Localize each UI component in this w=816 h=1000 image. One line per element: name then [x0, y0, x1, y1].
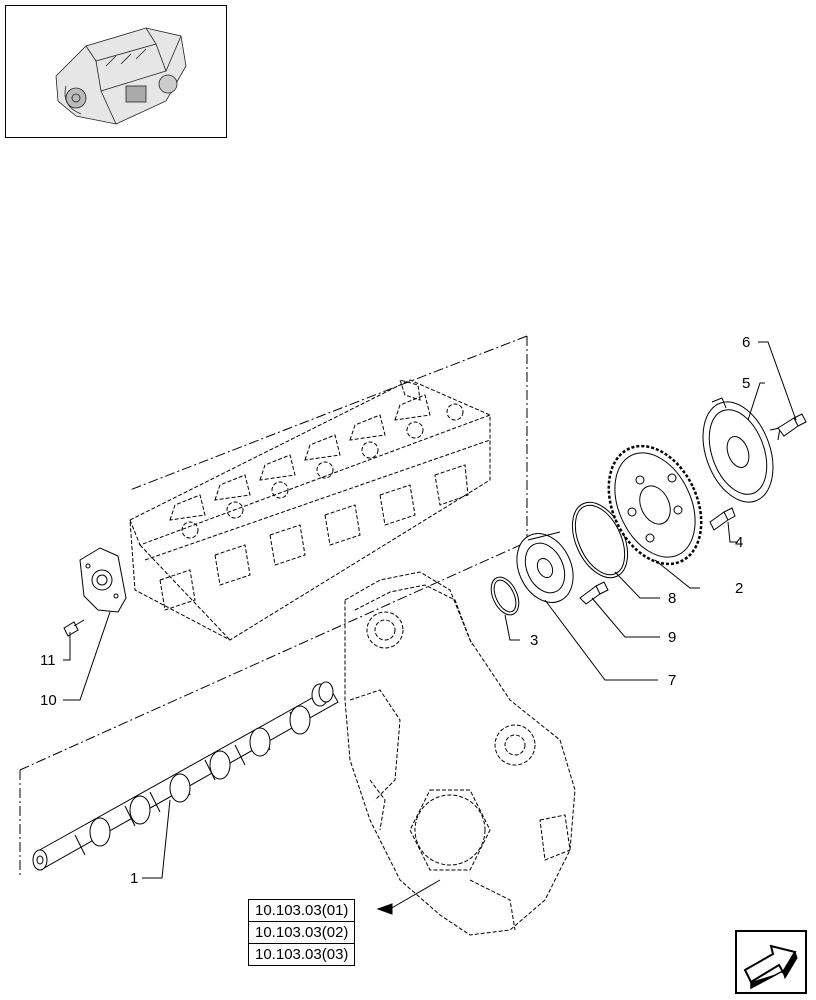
next-page-arrow-icon — [743, 944, 798, 990]
part-10-cover-plate — [79, 547, 127, 613]
part-1-camshaft — [32, 681, 339, 871]
callout-2[interactable]: 2 — [735, 580, 743, 597]
callout-8[interactable]: 8 — [668, 590, 676, 607]
part-3-o-ring — [490, 576, 520, 616]
callout-1[interactable]: 1 — [130, 870, 138, 887]
part-6-bolt — [777, 413, 807, 437]
next-page-button[interactable] — [735, 930, 807, 994]
part-7-hub — [516, 531, 574, 603]
callout-11[interactable]: 11 — [40, 652, 56, 669]
engine-thumbnail-icon — [55, 27, 187, 125]
cylinder-head — [129, 379, 491, 641]
part-2-gear — [607, 444, 703, 566]
reference-arrow — [376, 879, 441, 915]
timing-cover — [344, 571, 576, 936]
reference-link[interactable]: 10.103.03(01) — [247, 899, 356, 922]
part-11-bolt — [63, 619, 85, 637]
part-5-cover — [702, 397, 781, 503]
assembly-boundary — [19, 335, 528, 875]
reference-link[interactable]: 10.103.03(02) — [247, 921, 356, 944]
engine-thumbnail[interactable] — [5, 5, 227, 138]
callout-6[interactable]: 6 — [742, 334, 750, 351]
callout-3[interactable]: 3 — [530, 632, 538, 649]
callout-10[interactable]: 10 — [40, 692, 57, 709]
callout-7[interactable]: 7 — [668, 672, 676, 689]
reference-link[interactable]: 10.103.03(03) — [247, 943, 356, 966]
callout-labels: 1 2 3 4 5 6 7 8 9 10 11 — [40, 334, 750, 887]
part-4-bolt — [709, 507, 736, 531]
callout-5[interactable]: 5 — [742, 375, 750, 392]
reference-table: 10.103.03(01) 10.103.03(02) 10.103.03(03… — [247, 899, 356, 966]
callout-4[interactable]: 4 — [735, 534, 743, 551]
callout-9[interactable]: 9 — [668, 629, 676, 646]
part-9-bolt — [579, 581, 609, 605]
leader-lines — [63, 341, 797, 879]
